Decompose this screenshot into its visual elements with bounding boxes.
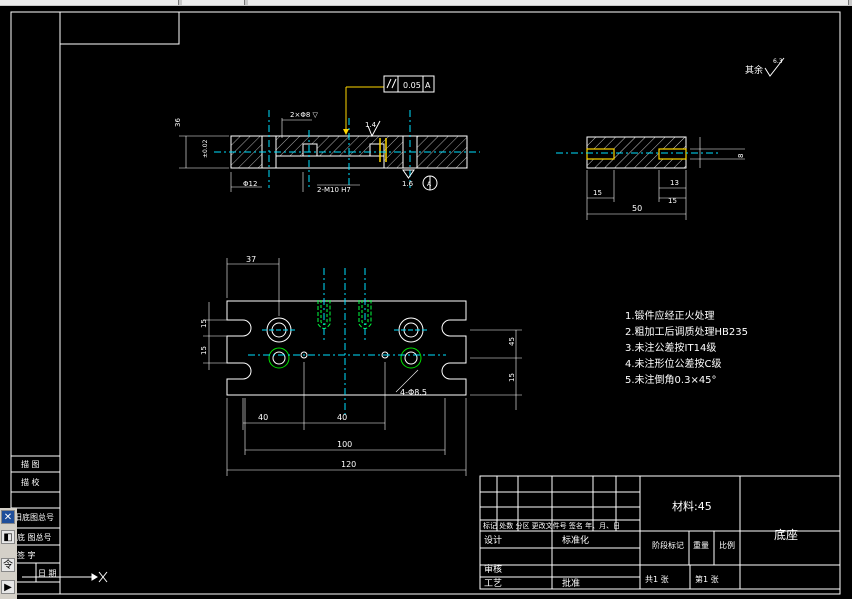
tolerance-value: 0.05 xyxy=(403,81,421,90)
dim-13-label: 13 xyxy=(670,179,679,187)
cad-drawing-canvas[interactable]: 36 ±0.02 2×Φ8 ▽ 1.4 1.6 Φ12 2-M10 H7 0.0… xyxy=(0,6,852,599)
tolerance-datum: A xyxy=(425,81,431,90)
dim-tol-label: ±0.02 xyxy=(202,139,209,158)
close-icon[interactable]: ✕ xyxy=(1,510,15,524)
toolbar-segment[interactable] xyxy=(248,0,849,5)
roughness-value: 6.3 xyxy=(773,58,783,65)
side-section-view xyxy=(556,136,745,220)
corner-box xyxy=(59,11,180,45)
left-table-row-5: 签 字 xyxy=(17,550,36,560)
dim-37-label: 37 xyxy=(246,255,256,264)
dim-2x8-label: 2×Φ8 ▽ xyxy=(290,111,319,119)
note-3: 3.未注公差按IT14级 xyxy=(625,341,716,354)
left-table-row-6: 日 期 xyxy=(38,569,57,578)
sheet-total-label: 共1 张 xyxy=(645,575,669,584)
title-block xyxy=(479,475,841,590)
dim-8-label: 8 xyxy=(737,154,745,158)
roughness-note: 其余 xyxy=(745,64,763,76)
dim-15a-label: 15 xyxy=(593,189,602,197)
layer-icon[interactable]: ◧ xyxy=(1,530,15,544)
stage-mark-label: 阶段标记 xyxy=(652,540,684,550)
scale-label: 比例 xyxy=(719,540,735,550)
dim-4phi-label: 4-Φ8.5 xyxy=(400,388,427,397)
dim-36-label: 36 xyxy=(174,118,182,127)
technical-notes: 1.锻件应经正火处理 2.粗加工后调质处理HB235 3.未注公差按IT14级 … xyxy=(625,309,748,386)
dim-40b-label: 40 xyxy=(337,413,347,422)
dim-15b-label: 15 xyxy=(668,197,677,205)
dim-right-b-label: 15 xyxy=(508,373,516,382)
standardization-label: 标准化 xyxy=(562,534,589,546)
left-table-row-3: 旧底图总号 xyxy=(14,512,54,522)
toolbar-segment[interactable] xyxy=(182,0,245,5)
floating-toolbar: ✕ ◧ 令 ▶ xyxy=(0,508,17,599)
dim-50-label: 50 xyxy=(632,204,642,213)
toolbar-segment[interactable] xyxy=(0,0,179,5)
dim-phi12-label: Φ12 xyxy=(243,180,257,188)
review-label: 审核 xyxy=(484,563,502,575)
front-section-view xyxy=(179,75,480,192)
revision-row: 标记 处数 分区 更改文件号 签名 年、月、日 xyxy=(483,521,620,530)
top-plan-view xyxy=(203,258,522,476)
part-name: 底座 xyxy=(774,527,798,542)
dim-side-b-label: 15 xyxy=(200,346,208,355)
dim-40a-label: 40 xyxy=(258,413,268,422)
note-2: 2.粗加工后调质处理HB235 xyxy=(625,326,748,338)
dim-100-label: 100 xyxy=(337,440,352,449)
material-label: 材料:45 xyxy=(672,499,712,513)
note-4: 4.未注形位公差按C级 xyxy=(625,357,722,370)
datum-marker-label: A xyxy=(427,181,432,188)
left-table-row-4: 底 图总号 xyxy=(17,532,52,542)
ucs-icon xyxy=(22,571,108,583)
dim-2m10-label: 2-M10 H7 xyxy=(317,186,351,194)
roughness-symbol xyxy=(764,57,785,77)
dim-1-6-label: 1.6 xyxy=(402,180,414,188)
outer-frame xyxy=(10,11,841,595)
note-1: 1.锻件应经正火处理 xyxy=(625,309,715,322)
dim-side-a-label: 15 xyxy=(200,319,208,328)
dim-120-label: 120 xyxy=(341,460,356,469)
sheet-num-label: 第1 张 xyxy=(695,574,719,584)
left-table-row-1: 描 图 xyxy=(21,459,40,469)
design-label: 设计 xyxy=(484,534,502,546)
dim-1-4-label: 1.4 xyxy=(365,121,377,129)
window-top-bar xyxy=(0,0,852,6)
expand-icon[interactable]: ▶ xyxy=(1,580,15,594)
approve-label: 批准 xyxy=(562,577,580,589)
command-icon[interactable]: 令 xyxy=(1,558,15,572)
weight-label: 重量 xyxy=(693,540,709,550)
left-table-row-2: 描 校 xyxy=(21,477,40,487)
note-5: 5.未注倒角0.3×45° xyxy=(625,373,717,386)
dim-right-a-label: 45 xyxy=(508,337,516,346)
process-label: 工艺 xyxy=(484,578,502,589)
